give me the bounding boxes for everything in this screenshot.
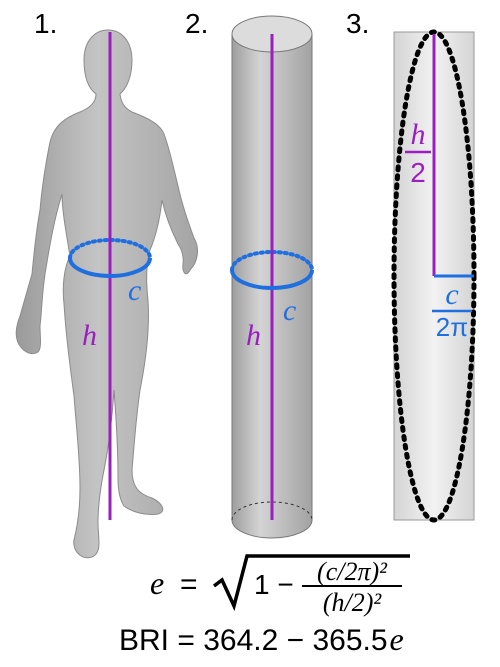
- radius-denominator: 2π: [436, 312, 468, 342]
- circumference-label-1: c: [128, 274, 141, 307]
- formula-equals: =: [180, 568, 198, 601]
- height-label-1: h: [82, 319, 97, 352]
- waist-front-2: [230, 269, 314, 290]
- formula-one-minus: 1 −: [254, 569, 294, 600]
- half-height-denominator: 2: [410, 157, 426, 188]
- bri-formula-text: BRI = 364.2 − 365.5e: [119, 621, 404, 657]
- cylinder-bottom-back: [231, 501, 313, 521]
- half-height-numerator: h: [411, 118, 426, 151]
- panel-2-cylinder: 2. c h: [185, 8, 314, 539]
- human-silhouette: [15, 29, 198, 559]
- waist-front-1: [68, 257, 152, 278]
- bri-expression: BRI = 364.2 − 365.5: [119, 624, 388, 657]
- eccentricity-formula: e = 1 − (c/2π)² (h/2)²: [150, 554, 410, 617]
- formula-denominator: (h/2)²: [323, 588, 383, 617]
- panel-2-number: 2.: [185, 8, 208, 39]
- height-label-2: h: [246, 319, 261, 352]
- sqrt-sign: [212, 554, 410, 612]
- panel-1-human: 1. c h: [15, 8, 198, 559]
- bri-variable: e: [390, 621, 404, 657]
- panel-3-number: 3.: [346, 8, 369, 39]
- panel-1-number: 1.: [34, 8, 57, 39]
- circumference-label-2: c: [283, 294, 296, 327]
- radius-numerator: c: [445, 278, 458, 311]
- bri-formula: BRI = 364.2 − 365.5e: [119, 621, 404, 657]
- panel-3-ellipse: 3. h 2 c 2π: [346, 8, 477, 523]
- formula-e: e: [150, 565, 164, 601]
- formula-numerator: (c/2π)²: [317, 557, 388, 586]
